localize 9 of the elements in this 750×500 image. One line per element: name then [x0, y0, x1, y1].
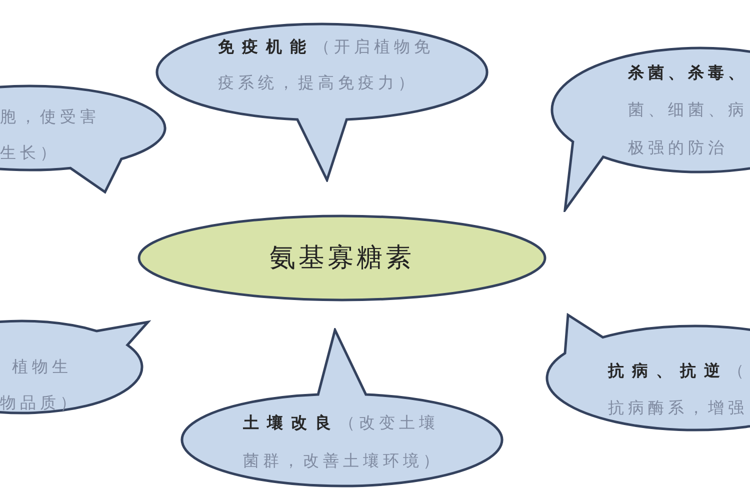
bubble-text: 胞，使受害生长） — [0, 106, 101, 164]
bubble-heading: 杀菌、杀毒、 — [628, 62, 749, 84]
bubble-text: 抗病、抗逆（ — [608, 360, 749, 382]
bubble-text: 抗病酶系，增强 — [608, 397, 749, 419]
bubble-text: 土壤改良（改变土壤菌群，改善土壤环境） — [243, 412, 444, 472]
bubble-text: 植物生物品质） — [0, 356, 81, 414]
center-title: 氨基寡糖素 — [268, 242, 416, 275]
bubble-text: 菌、细菌、病极强的防治 — [628, 99, 749, 159]
bubble-text: 免疫机能（开启植物免疫系统，提高免疫力） — [218, 36, 435, 94]
